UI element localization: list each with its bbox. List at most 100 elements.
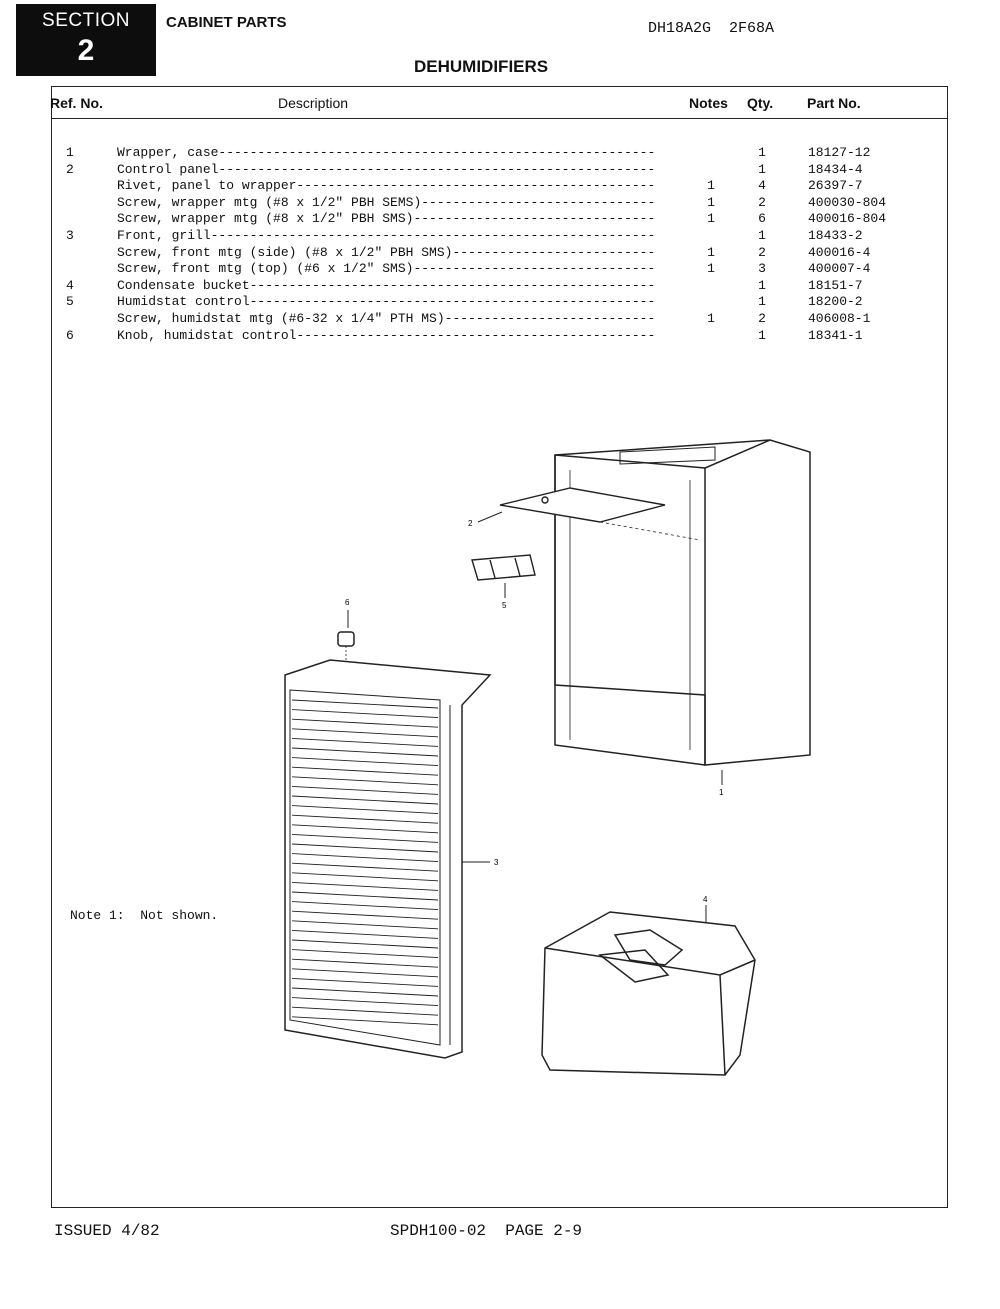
qty-cell: 2 <box>758 244 766 260</box>
grill-slat <box>291 929 439 939</box>
qty-cell: 1 <box>758 145 766 160</box>
notes-cell: 1 <box>707 211 715 227</box>
qty-cell: 2 <box>758 311 766 326</box>
grill-slat <box>291 728 439 738</box>
description-cell: Screw, front mtg (top) (#6 x 1/2" SMS)--… <box>117 261 657 277</box>
description-cell: Condensate bucket-----------------------… <box>117 277 657 293</box>
part-number-cell: 26397-7 <box>808 178 863 194</box>
part-number-cell: 400016-804 <box>808 211 887 227</box>
grill-slat <box>291 1016 439 1026</box>
grill-slat <box>291 833 439 843</box>
callout-4: 4 <box>703 895 708 904</box>
callout-2: 2 <box>468 519 473 528</box>
description-cell: Control panel---------------------------… <box>117 161 657 177</box>
ref-cell: 5 <box>66 294 74 310</box>
page-title: DEHUMIDIFIERS <box>414 57 549 76</box>
grill-slat <box>291 795 439 805</box>
qty-cell: 1 <box>758 294 766 310</box>
grill-slat <box>291 747 439 757</box>
part-number-cell: 400030-804 <box>808 194 887 210</box>
part-number-cell: 18433-2 <box>808 228 863 243</box>
grill-slat <box>291 901 439 911</box>
table-row: 2 Control panel--------------------------… <box>0 162 1000 179</box>
section-badge: SECTION 2 <box>16 4 156 76</box>
grill-slat <box>291 910 439 920</box>
callout-1: 1 <box>719 788 724 797</box>
notes-cell: 1 <box>707 261 715 277</box>
parts-frame <box>51 86 948 1208</box>
table-row: Screw, wrapper mtg (#8 x 1/2" PBH SEMS)-… <box>0 195 1000 212</box>
grill-slat <box>291 718 439 728</box>
col-ref-header: Ref. No. <box>50 95 103 111</box>
part-number-cell: 400016-4 <box>808 244 871 260</box>
col-qty-header: Qty. <box>747 95 774 111</box>
grill-slat <box>291 737 439 747</box>
col-desc-header: Description <box>278 95 349 111</box>
grill-slat <box>291 920 439 930</box>
description-cell: Screw, wrapper mtg (#8 x 1/2" PBH SMS)--… <box>117 211 657 227</box>
table-row: Screw, front mtg (side) (#8 x 1/2" PBH S… <box>0 245 1000 262</box>
description-cell: Humidstat control-----------------------… <box>117 294 657 310</box>
section-word: SECTION <box>42 10 130 31</box>
description-cell: Rivet, panel to wrapper-----------------… <box>117 178 657 194</box>
callout-arrows <box>347 511 723 922</box>
wrapper-case <box>554 439 811 766</box>
col-notes-header: Notes <box>689 95 728 111</box>
part-number-cell: 18200-2 <box>808 294 863 310</box>
description-cell: Screw, front mtg (side) (#8 x 1/2" PBH S… <box>117 244 657 260</box>
description-cell: Screw, wrapper mtg (#8 x 1/2" PBH SEMS)-… <box>117 194 657 210</box>
section-number: 2 <box>77 34 95 67</box>
ref-cell: 1 <box>66 145 74 160</box>
notes-cell: 1 <box>707 194 715 210</box>
grill-slat <box>291 814 439 824</box>
model-codes: DH18A2G 2F68A <box>648 20 775 37</box>
part-number-cell: 18434-4 <box>808 161 863 177</box>
humidstat-control <box>471 554 536 581</box>
ref-cell: 3 <box>66 228 74 243</box>
qty-cell: 1 <box>758 228 766 243</box>
part-number-cell: 18151-7 <box>808 277 863 293</box>
table-row: 1 Wrapper, case--------------------------… <box>0 145 1000 162</box>
ref-cell: 4 <box>66 277 74 293</box>
issued-date: ISSUED 4/82 <box>54 1222 160 1240</box>
qty-cell: 1 <box>758 161 766 177</box>
table-row: Screw, wrapper mtg (#8 x 1/2" PBH SMS)--… <box>0 211 1000 228</box>
front-grill <box>284 659 492 1059</box>
grill-slat <box>291 1006 439 1016</box>
grill-slat <box>291 939 439 949</box>
grill-slat <box>291 891 439 901</box>
notes-cell: 1 <box>707 178 715 194</box>
grill-slat <box>291 968 439 978</box>
grill-slat <box>291 881 439 891</box>
callout-5: 5 <box>502 601 507 610</box>
grill-slat <box>291 843 439 853</box>
callout-labels: 1 2 3 4 5 6 <box>345 519 724 904</box>
grill-slat <box>291 853 439 863</box>
grill-slat <box>291 997 439 1007</box>
part-number-cell: 18127-12 <box>808 145 871 160</box>
category-title: CABINET PARTS <box>166 14 287 31</box>
qty-cell: 1 <box>758 277 766 293</box>
qty-cell: 6 <box>758 211 766 227</box>
grill-slat <box>291 766 439 776</box>
grill-slat <box>291 776 439 786</box>
grill-slat <box>291 949 439 959</box>
callout-6: 6 <box>345 598 350 607</box>
grill-slat <box>291 824 439 834</box>
part-number-cell: 18341-1 <box>808 327 863 343</box>
col-part-header: Part No. <box>807 95 861 111</box>
description-cell: Wrapper, case---------------------------… <box>117 145 657 160</box>
ref-cell: 2 <box>66 161 74 177</box>
grill-slat <box>291 862 439 872</box>
table-row: Screw, humidstat mtg (#6-32 x 1/4" PTH M… <box>0 311 1000 328</box>
table-row: Screw, front mtg (top) (#6 x 1/2" SMS)--… <box>0 261 1000 278</box>
part-number-cell: 400007-4 <box>808 261 871 277</box>
qty-cell: 4 <box>758 178 766 194</box>
grill-slat <box>291 709 439 719</box>
part-number-cell: 406008-1 <box>808 311 871 326</box>
qty-cell: 3 <box>758 261 766 277</box>
grill-slat <box>291 977 439 987</box>
